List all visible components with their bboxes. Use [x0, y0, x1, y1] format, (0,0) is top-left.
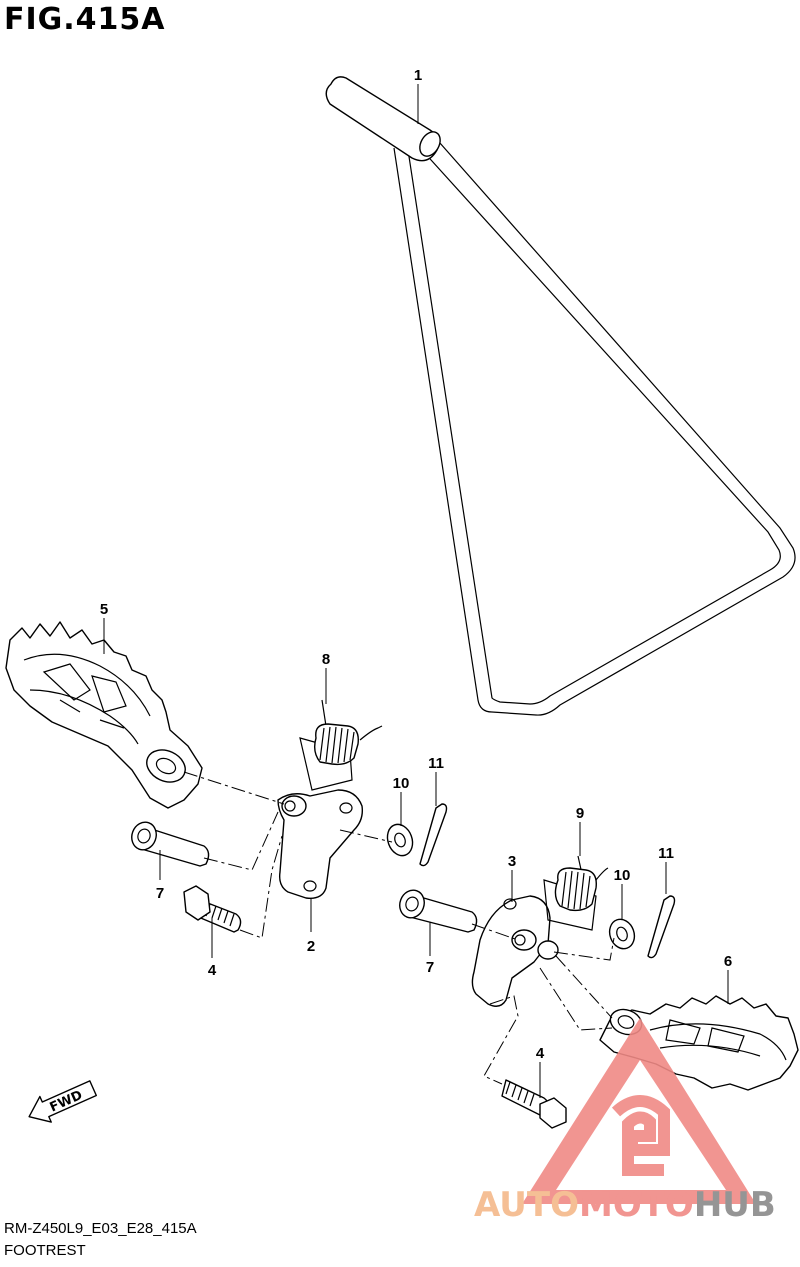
callout-3: 3	[508, 853, 516, 870]
right-pivot-pin	[399, 889, 478, 933]
figure-title: FIG.415A	[4, 2, 166, 37]
watermark-text: AUTOMOTOHUB	[474, 1185, 776, 1225]
callout-numbers: 1 2 3 4 4 5 6 7 7 8 9 10 10 11 11	[100, 67, 732, 1062]
footer: RM-Z450L9_E03_E28_415A FOOTREST	[4, 1218, 197, 1262]
callout-11-right: 11	[658, 845, 674, 862]
callout-8: 8	[322, 651, 330, 668]
callout-7-right: 7	[426, 959, 434, 976]
left-bracket	[277, 789, 364, 899]
left-pivot-pin	[131, 821, 210, 867]
left-spring	[299, 699, 383, 791]
side-stand	[325, 76, 796, 716]
callout-7-left: 7	[156, 885, 164, 902]
right-bolt	[501, 1079, 567, 1129]
assembly-lines	[183, 771, 615, 1085]
callout-10-right: 10	[614, 867, 631, 884]
leader-lines	[103, 84, 729, 1098]
left-cotter-pin	[419, 803, 448, 867]
diagram-caption: FOOTREST	[4, 1242, 86, 1259]
left-footpeg	[5, 621, 203, 809]
diagram-code: RM-Z450L9_E03_E28_415A	[4, 1220, 197, 1237]
forward-direction-arrow: FWD	[28, 1080, 98, 1123]
right-bracket	[471, 895, 559, 1007]
callout-4-right: 4	[536, 1045, 545, 1062]
right-spring	[543, 855, 609, 931]
callout-5: 5	[100, 601, 108, 618]
left-washer	[386, 823, 414, 857]
callout-11-left: 11	[428, 755, 444, 772]
callout-9: 9	[576, 805, 584, 822]
callout-6: 6	[724, 953, 732, 970]
callout-2: 2	[307, 938, 315, 955]
watermark-logo: AUTOMOTOHUB	[474, 1018, 776, 1225]
callout-1: 1	[414, 67, 422, 84]
right-cotter-pin	[647, 895, 676, 959]
callout-4-left: 4	[208, 962, 217, 979]
callout-10-left: 10	[393, 775, 410, 792]
right-washer	[608, 918, 636, 950]
left-bolt	[183, 885, 242, 933]
